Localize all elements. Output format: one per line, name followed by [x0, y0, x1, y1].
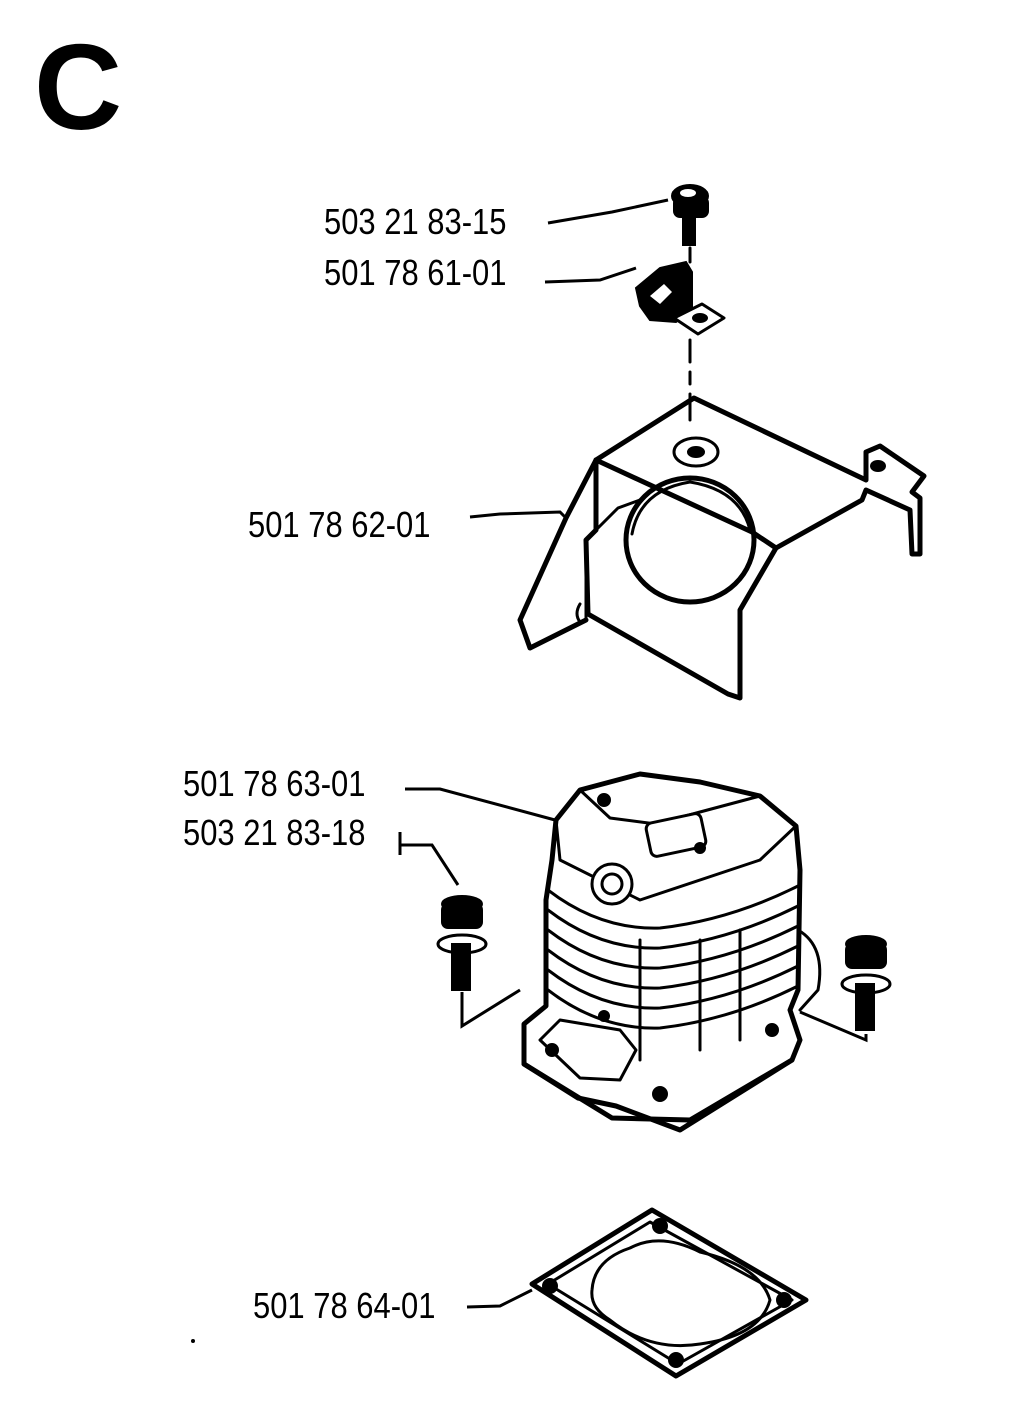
leader-cylinder: [405, 787, 556, 822]
cylinder-bolt-right-icon: [799, 935, 892, 1043]
part-number-cylinder: 501 78 63-01: [183, 763, 366, 804]
leader-cylinder-cover: [469, 510, 568, 520]
part-number-cylinder-cover: 501 78 62-01: [248, 504, 431, 545]
cylinder-icon: [521, 771, 822, 1133]
gasket-icon: [529, 1207, 809, 1379]
part-number-gasket: 501 78 64-01: [253, 1285, 436, 1326]
leader-bolt-top: [547, 198, 669, 225]
leader-gasket: [466, 1288, 533, 1309]
part-number-bracket: 501 78 61-01: [324, 252, 507, 293]
bracket-icon: [634, 260, 726, 336]
part-number-bolt-top: 503 21 83-15: [324, 201, 507, 242]
section-letter: C: [34, 19, 123, 155]
cylinder-cover-icon: [517, 395, 927, 701]
leader-cylinder-bolt: [398, 832, 460, 886]
bolt-top-icon: [671, 184, 709, 246]
leader-lines: [398, 198, 669, 1309]
part-number-cylinder-bolt: 503 21 83-18: [183, 812, 366, 853]
cylinder-bolt-left-icon: [436, 895, 521, 1029]
scan-dot: [191, 1339, 195, 1343]
leader-bracket: [544, 266, 637, 284]
